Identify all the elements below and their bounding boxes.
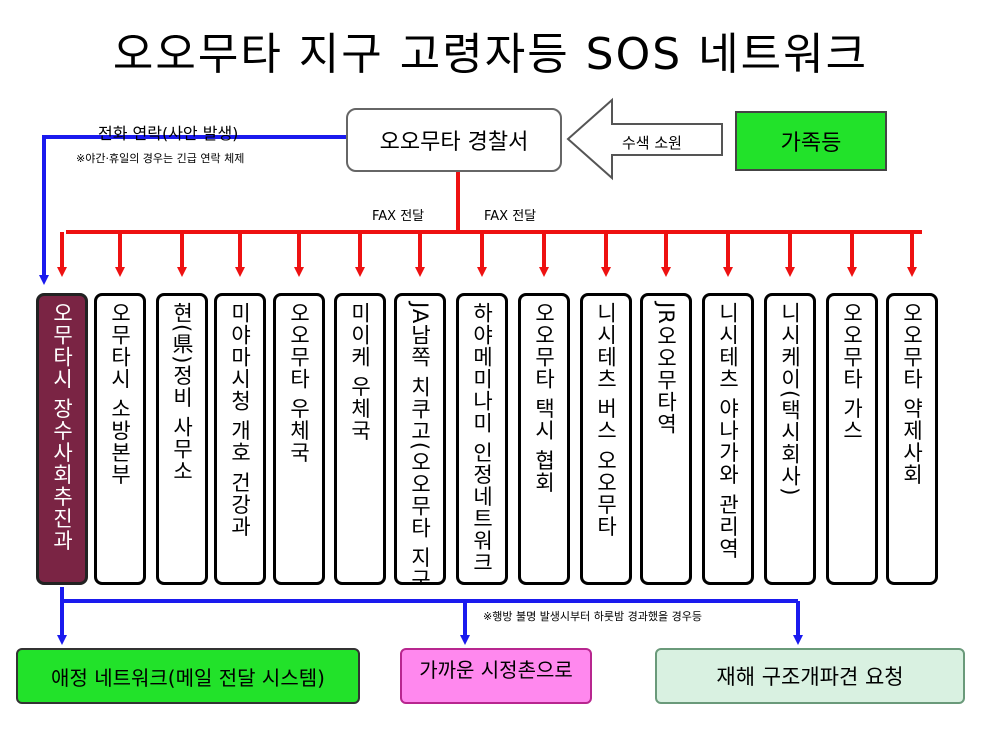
org-column-2: 오무타시 소방본부 [94, 293, 146, 585]
aijo-network-box: 애정 네트워크(메일 전달 시스템) [16, 648, 360, 704]
org-column-10: 니시테츠 버스 오오무타 [580, 293, 632, 585]
org-column-6: 미이케 우체국 [334, 293, 386, 585]
search-request-label: 수색 소원 [622, 134, 682, 152]
org-column-15: 오오무타 약제사회 [886, 293, 938, 585]
org-column-11: JR오오무타역 [640, 293, 692, 585]
org-column-13: 니시케이(택시회사) [764, 293, 816, 585]
family-box: 가족등 [735, 111, 887, 171]
phone-contact-label: 전화 연락(사안 발생) [98, 124, 239, 143]
org-column-label: JA남쪽 치쿠고(오오무타 지구) [408, 302, 433, 585]
fax-drop-arrows [57, 232, 917, 277]
org-column-14: 오오무타 가스 [826, 293, 878, 585]
org-column-label: 미야마시청 개호 건강과 [228, 302, 253, 538]
org-column-12: 니시테츠 야나가와 관리역 [702, 293, 754, 585]
org-column-label: 미이케 우체국 [348, 302, 373, 442]
org-column-1: 오무타시 장수사회추진과 [36, 293, 88, 585]
org-column-label: 오오무타 약제사회 [900, 302, 925, 486]
page-title: 오오무타 지구 고령자등 SOS 네트워크 [112, 29, 869, 80]
org-column-label: 오무타시 소방본부 [108, 302, 133, 486]
org-column-label: 하야메미나미 인정네트워크 [470, 302, 495, 574]
org-column-7: JA남쪽 치쿠고(오오무타 지구) [394, 293, 446, 585]
org-column-8: 하야메미나미 인정네트워크 [456, 293, 508, 585]
disaster-request-box: 재해 구조개파견 요청 [655, 648, 965, 704]
org-column-label: 오오무타 가스 [840, 302, 865, 442]
org-column-label: 니시케이(택시회사) [778, 302, 803, 497]
org-column-4: 미야마시청 개호 건강과 [214, 293, 266, 585]
phone-contact-line [39, 135, 346, 285]
org-column-label: 니시테츠 야나가와 관리역 [716, 302, 741, 560]
police-station-box: 오오무타 경찰서 [346, 108, 562, 172]
org-column-3: 현(県)정비 사무소 [156, 293, 208, 585]
org-column-label: 니시테츠 버스 오오무타 [594, 302, 619, 538]
nearby-town-box: 가까운 시정촌으로 [400, 648, 592, 704]
fax-label-right: FAX 전달 [484, 209, 537, 224]
org-column-9: 오오무타 택시 협회 [518, 293, 570, 585]
org-column-label: 오오무타 우체국 [287, 302, 312, 464]
night-note: ※야간·휴일의 경우는 긴급 연락 체제 [76, 152, 245, 165]
search-request-arrow [566, 97, 723, 181]
org-column-label: 오무타시 장수사회추진과 [50, 302, 75, 552]
org-column-5: 오오무타 우체국 [273, 293, 325, 585]
bottom-note: ※행방 불명 발생시부터 하룻밤 경과했을 경우등 [483, 610, 702, 623]
org-column-label: 오오무타 택시 협회 [532, 302, 557, 494]
fax-label-left: FAX 전달 [372, 209, 425, 224]
org-column-label: JR오오무타역 [654, 302, 679, 435]
org-column-label: 현(県)정비 사무소 [170, 302, 195, 483]
